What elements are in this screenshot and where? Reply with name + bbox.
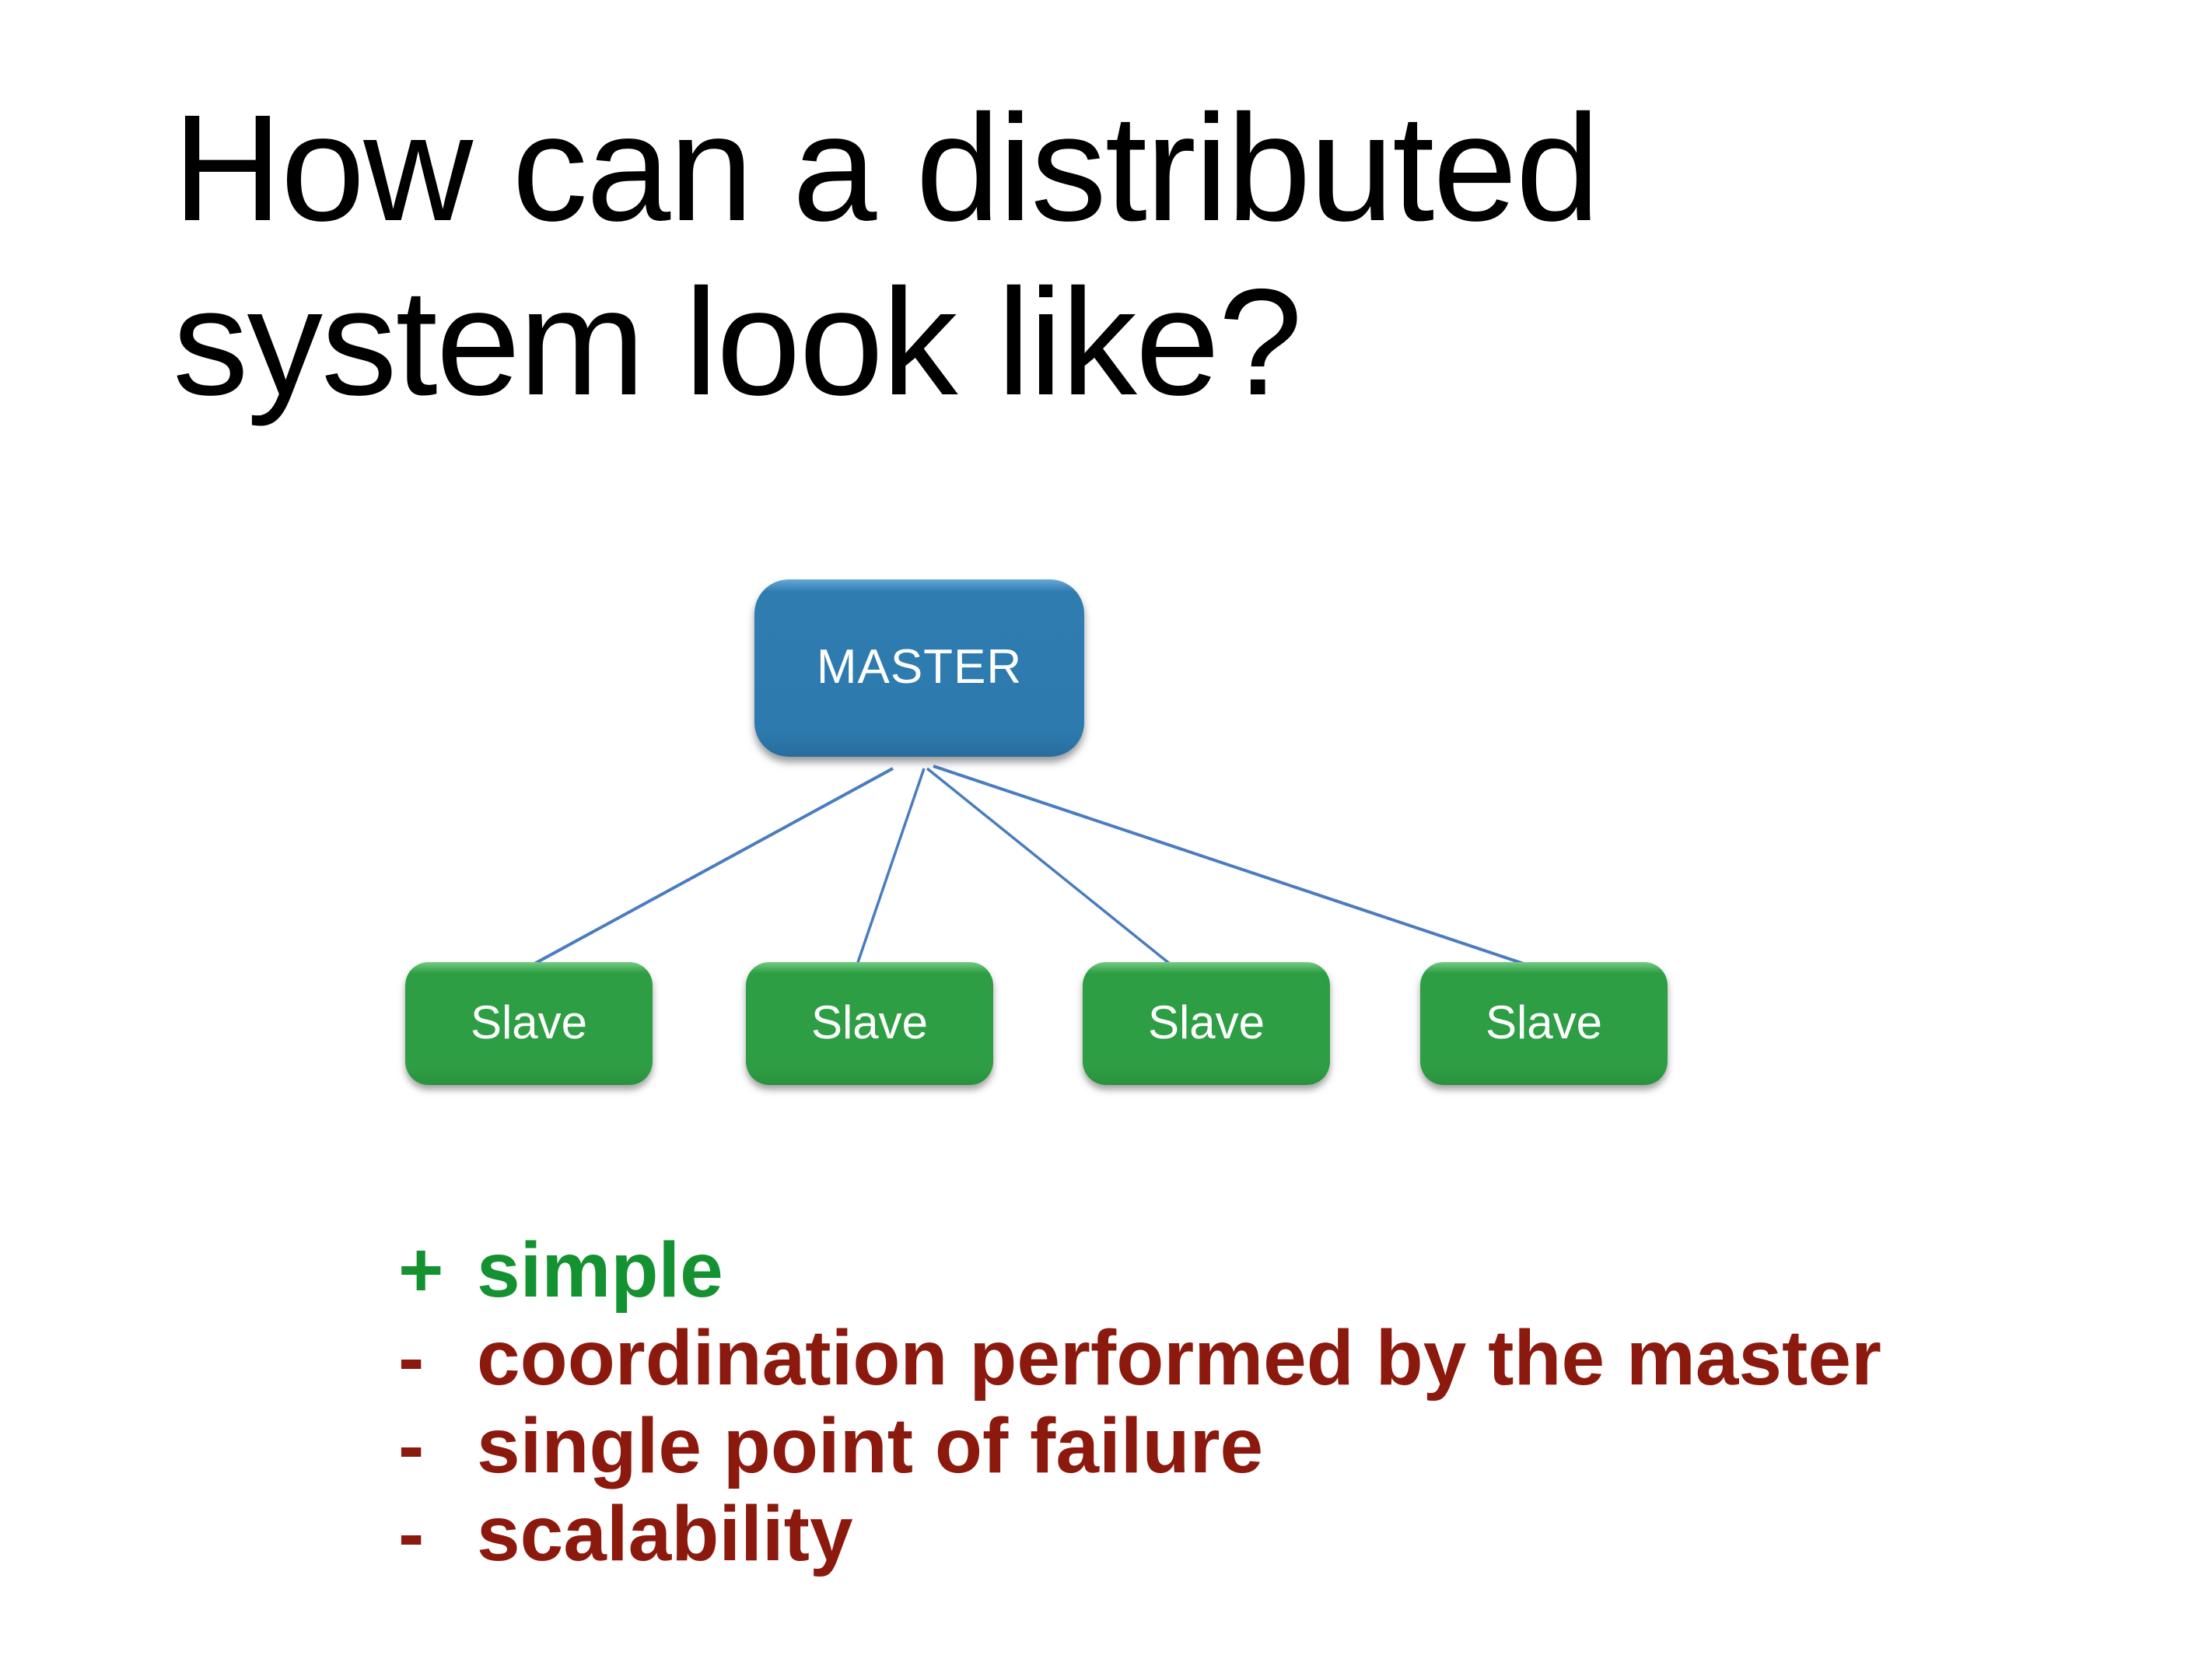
connector-line-2 — [852, 768, 926, 975]
slave-node-4-label: Slave — [1485, 996, 1603, 1048]
bullet-text: single point of failure — [477, 1402, 1264, 1489]
bullet-text: scalability — [477, 1490, 853, 1577]
slave-node-4: Slave — [1420, 962, 1668, 1085]
bullet-marker-minus: - — [398, 1402, 425, 1489]
slave-node-2-label: Slave — [810, 996, 929, 1048]
bullet-list: + simple - coordination performed by the… — [398, 1227, 1881, 1578]
master-node-label: MASTER — [816, 639, 1023, 694]
slave-node-1-label: Slave — [470, 996, 588, 1048]
slave-node-2: Slave — [746, 962, 993, 1085]
bullet-marker-minus: - — [398, 1314, 425, 1402]
bullet-item-simple: + simple — [398, 1227, 1881, 1314]
bullet-item-single-point-of-failure: - single point of failure — [398, 1402, 1881, 1490]
bullet-marker-minus: - — [398, 1490, 425, 1577]
slide-title: How can a distributed system look like? — [173, 83, 1600, 427]
slave-node-3: Slave — [1083, 962, 1330, 1085]
master-node: MASTER — [754, 579, 1084, 757]
bullet-text: simple — [477, 1227, 723, 1314]
connector-line-3 — [926, 767, 1184, 975]
bullet-item-scalability: - scalability — [398, 1490, 1881, 1578]
connector-line-1 — [527, 767, 894, 969]
bullet-marker-plus: + — [398, 1227, 444, 1314]
connector-line-4 — [933, 765, 1527, 966]
slave-node-1: Slave — [405, 962, 653, 1085]
bullet-text: coordination performed by the master — [477, 1314, 1881, 1402]
bullet-item-coordination: - coordination performed by the master — [398, 1314, 1881, 1402]
slave-node-3-label: Slave — [1147, 996, 1265, 1048]
